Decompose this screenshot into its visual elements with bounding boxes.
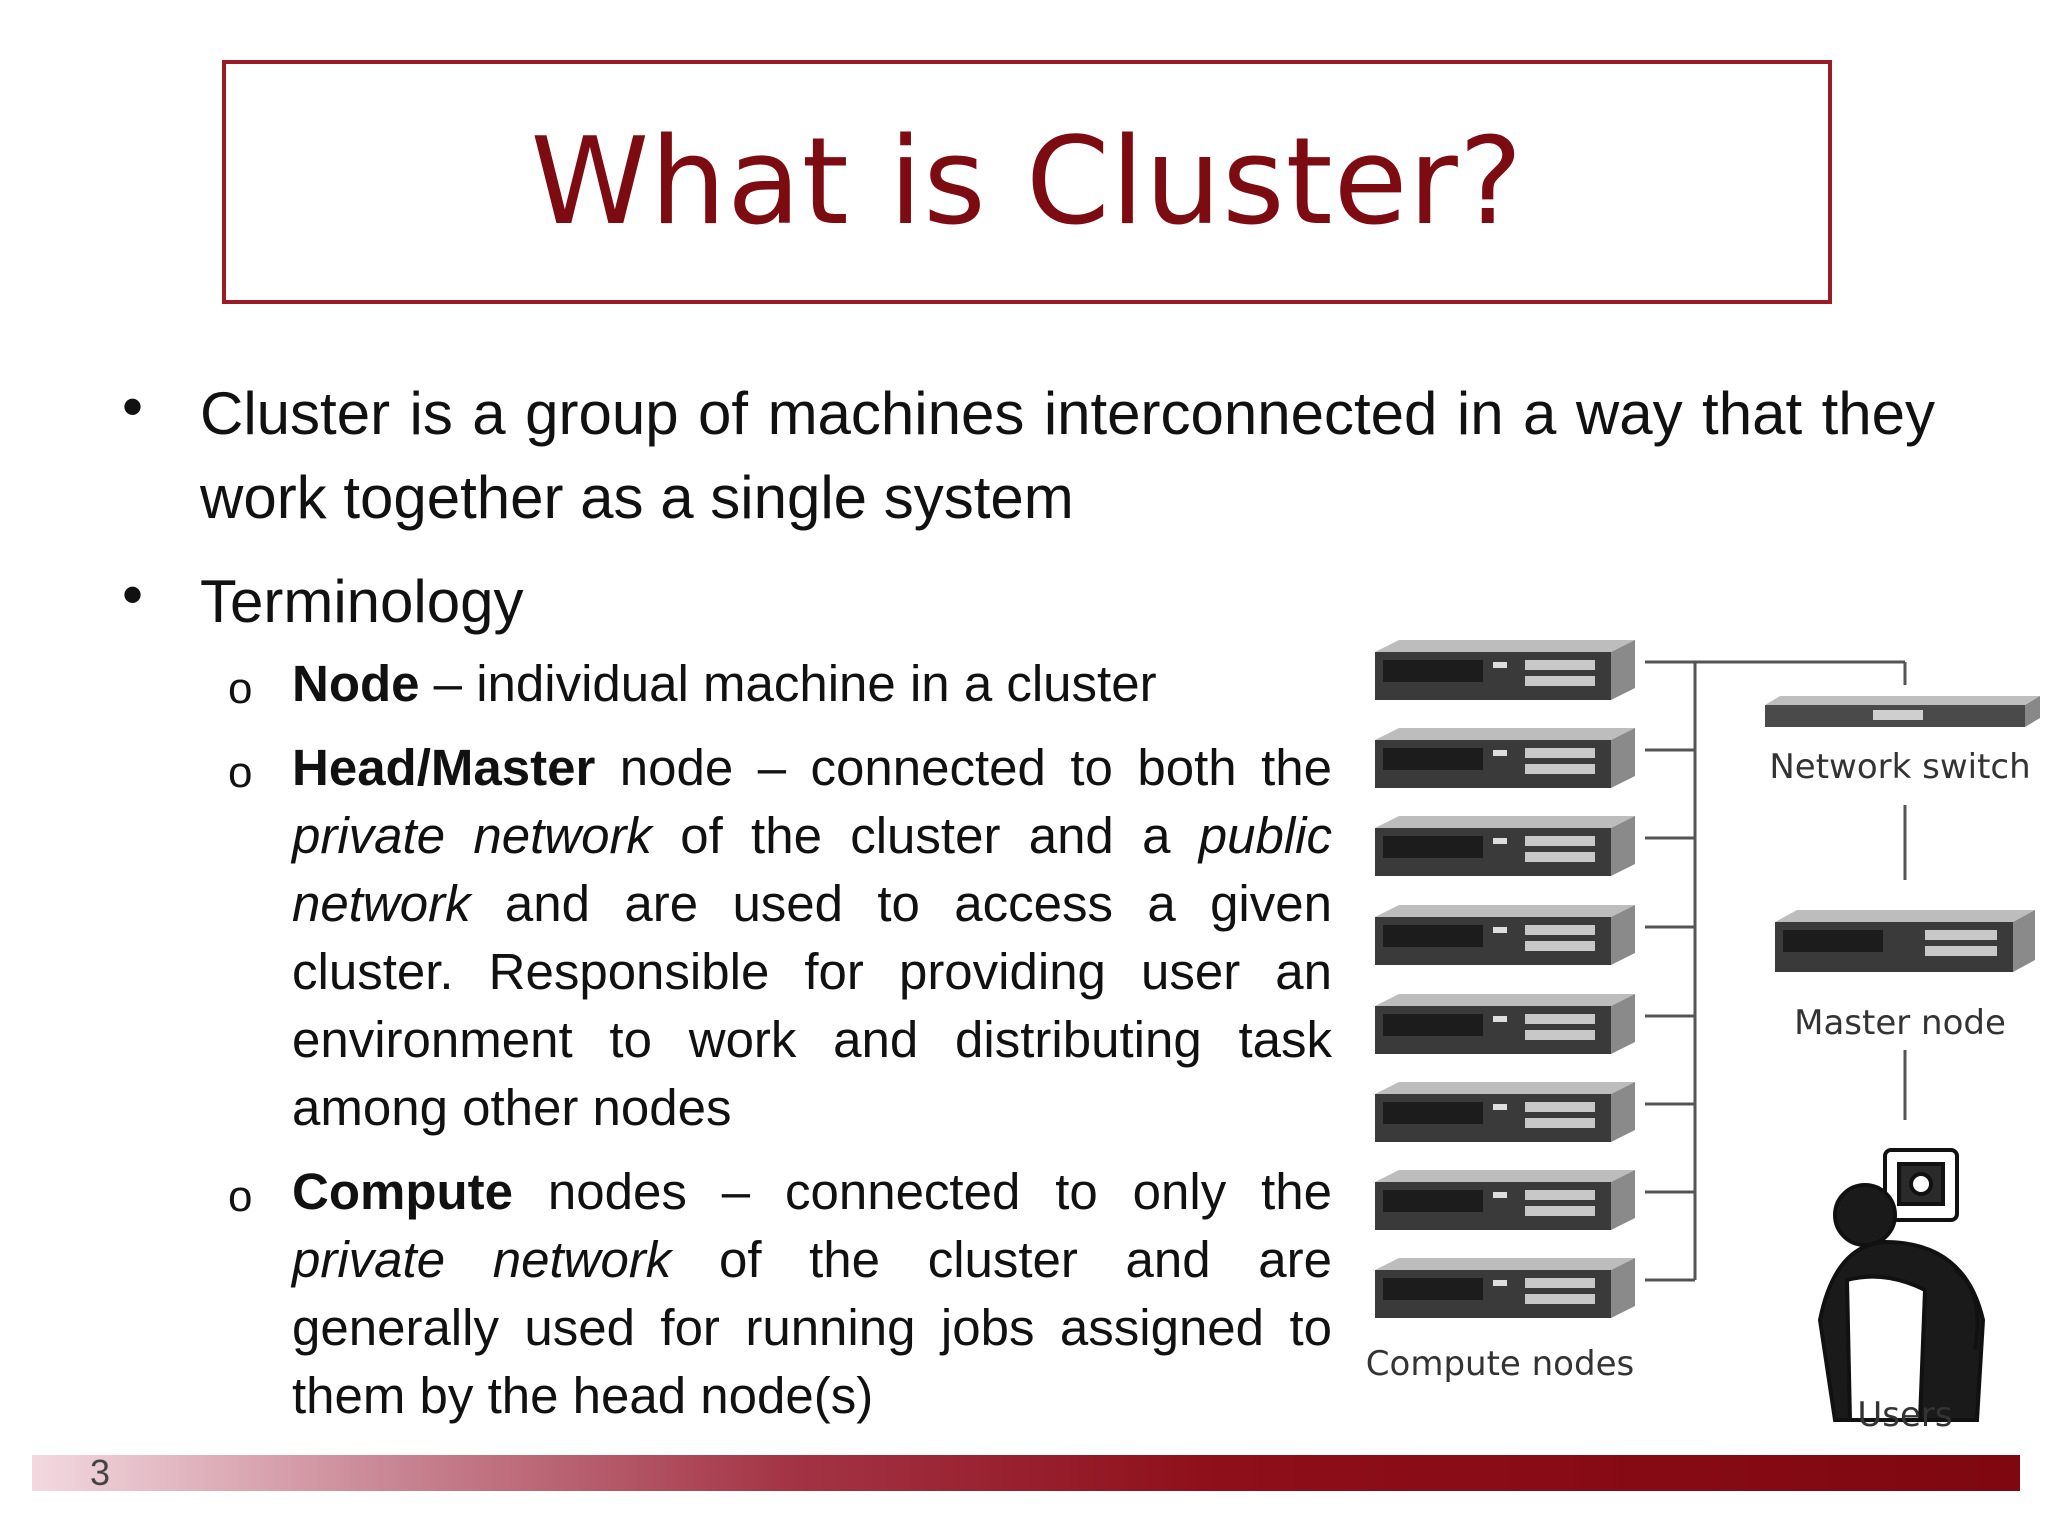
slide-number: 3 bbox=[90, 1452, 111, 1493]
term-head-master: Head/Master node – connected to both the… bbox=[292, 734, 1332, 1142]
bullet-dot-2: • bbox=[122, 561, 144, 628]
compute-nodes-label: Compute nodes bbox=[1366, 1344, 1634, 1384]
term-head-name: Head/Master bbox=[292, 739, 596, 796]
term-compute-name: Compute bbox=[292, 1163, 513, 1220]
master-node-label: Master node bbox=[1794, 1003, 2006, 1043]
sub-bullet-1: o bbox=[228, 664, 253, 713]
connection-lines bbox=[1645, 660, 1907, 1282]
network-switch-icon bbox=[1765, 696, 2040, 727]
footer-bar bbox=[32, 1455, 2020, 1491]
term-node: Node – individual machine in a cluster bbox=[292, 650, 1332, 718]
sub-bullet-2: o bbox=[228, 748, 253, 797]
term-node-desc: – individual machine in a cluster bbox=[419, 655, 1157, 712]
term-head-text-2: of the cluster and a bbox=[651, 807, 1199, 864]
term-head-public: public network bbox=[292, 807, 1332, 932]
bullet-terminology: Terminology bbox=[200, 568, 524, 635]
bullet-cluster-definition: Cluster is a group of machines interconn… bbox=[200, 380, 1935, 531]
bullet-dot-1: • bbox=[122, 373, 144, 440]
term-head-text-1: node – connected to both the bbox=[595, 739, 1332, 796]
term-compute-private: private network bbox=[292, 1231, 672, 1288]
term-head-text-3: and are used to access a given cluster. … bbox=[292, 875, 1332, 1136]
compute-node-stack bbox=[1375, 640, 1635, 1318]
users-label: Users bbox=[1857, 1395, 1952, 1430]
term-compute-text-1: nodes – connected to only the bbox=[512, 1163, 1332, 1220]
term-compute: Compute nodes – connected to only the pr… bbox=[292, 1158, 1332, 1430]
master-node-icon bbox=[1775, 910, 2035, 972]
sub-bullet-3: o bbox=[228, 1172, 253, 1221]
term-head-private: private network bbox=[292, 807, 652, 864]
users-icon bbox=[1817, 1148, 1986, 1422]
term-node-name: Node bbox=[292, 655, 420, 712]
network-switch-label: Network switch bbox=[1769, 747, 2030, 787]
slide-title: What is Cluster? bbox=[530, 112, 1524, 252]
title-box: What is Cluster? bbox=[222, 60, 1832, 304]
cluster-diagram: Network switch Master node Users Compute… bbox=[1366, 640, 2040, 1430]
term-compute-text-2: of the cluster and are generally used fo… bbox=[292, 1231, 1332, 1424]
